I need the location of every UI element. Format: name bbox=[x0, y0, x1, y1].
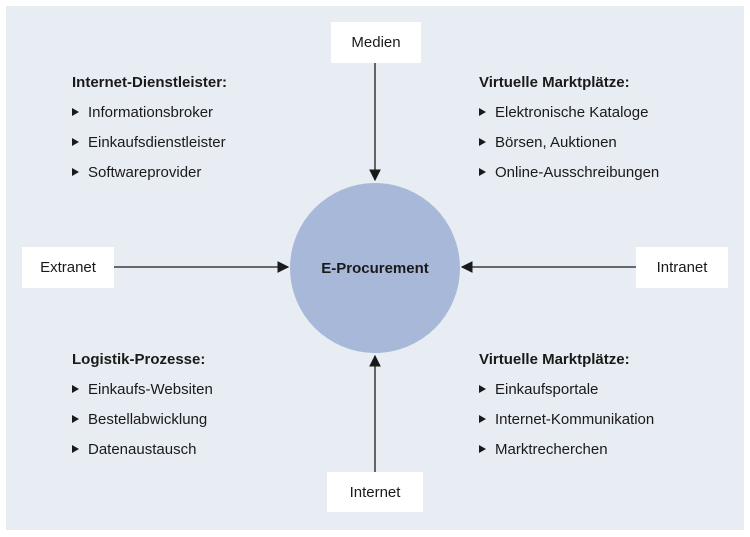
bullet-arrow-icon bbox=[479, 168, 486, 176]
node-internet: Internet bbox=[327, 472, 423, 512]
bullet-arrow-icon bbox=[479, 415, 486, 423]
bullet-arrow-icon bbox=[479, 385, 486, 393]
node-e-procurement: E-Procurement bbox=[290, 183, 460, 353]
group-heading: Virtuelle Marktplätze: bbox=[479, 351, 630, 368]
node-medien: Medien bbox=[331, 22, 421, 63]
bullet-arrow-icon bbox=[72, 138, 79, 146]
node-extranet: Extranet bbox=[22, 247, 114, 288]
bullet-arrow-icon bbox=[479, 445, 486, 453]
bullet-arrow-icon bbox=[479, 108, 486, 116]
list-item: Datenaustausch bbox=[72, 439, 213, 459]
list-item: Einkaufsportale bbox=[479, 379, 654, 399]
group-internet-dienstleister: Internet-Dienstleister: Informationsbrok… bbox=[72, 74, 227, 192]
group-heading: Virtuelle Marktplätze: bbox=[479, 74, 630, 91]
bullet-arrow-icon bbox=[72, 445, 79, 453]
list-item: Softwareprovider bbox=[72, 162, 227, 182]
list-item: Informationsbroker bbox=[72, 102, 227, 122]
group-virtuelle-marktplaetze-top: Virtuelle Marktplätze: Elektronische Kat… bbox=[479, 74, 659, 192]
group-list: Einkaufs-Websiten Bestellabwicklung Date… bbox=[72, 379, 213, 459]
list-item: Marktrecherchen bbox=[479, 439, 654, 459]
list-item: Internet-Kommunikation bbox=[479, 409, 654, 429]
hub-label: E-Procurement bbox=[321, 259, 429, 277]
group-list: Elektronische Kataloge Börsen, Auktionen… bbox=[479, 102, 659, 182]
bullet-arrow-icon bbox=[72, 385, 79, 393]
bullet-arrow-icon bbox=[72, 108, 79, 116]
list-item: Online-Ausschreibungen bbox=[479, 162, 659, 182]
group-virtuelle-marktplaetze-bottom: Virtuelle Marktplätze: Einkaufsportale I… bbox=[479, 351, 654, 469]
list-item: Börsen, Auktionen bbox=[479, 132, 659, 152]
group-heading: Internet-Dienstleister: bbox=[72, 74, 228, 91]
bullet-arrow-icon bbox=[72, 415, 79, 423]
list-item: Einkaufs-Websiten bbox=[72, 379, 213, 399]
list-item: Elektronische Kataloge bbox=[479, 102, 659, 122]
group-list: Informationsbroker Einkaufsdienstleister… bbox=[72, 102, 227, 182]
list-item: Einkaufsdienstleister bbox=[72, 132, 227, 152]
list-item: Bestellabwicklung bbox=[72, 409, 213, 429]
group-heading: Logistik-Prozesse: bbox=[72, 351, 206, 368]
bullet-arrow-icon bbox=[72, 168, 79, 176]
bullet-arrow-icon bbox=[479, 138, 486, 146]
group-list: Einkaufsportale Internet-Kommunikation M… bbox=[479, 379, 654, 459]
node-intranet: Intranet bbox=[636, 247, 728, 288]
group-logistik-prozesse: Logistik-Prozesse: Einkaufs-Websiten Bes… bbox=[72, 351, 213, 469]
